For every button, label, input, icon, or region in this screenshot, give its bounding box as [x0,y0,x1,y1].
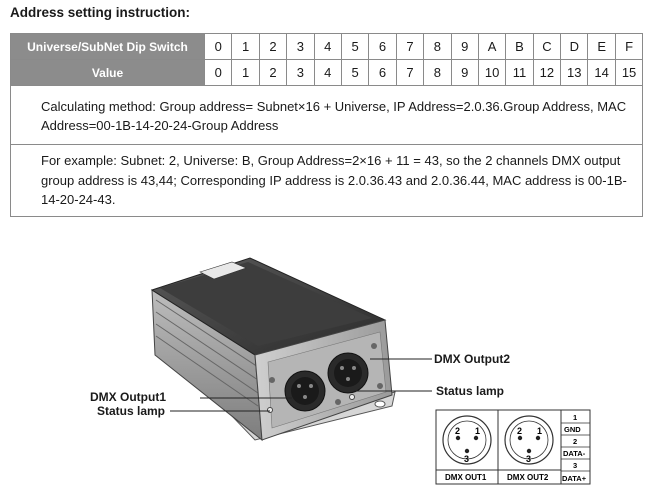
legend-num-3: 3 [573,461,577,470]
out1-pin3-label: 3 [464,454,469,464]
out2-pin2-label: 2 [517,426,522,436]
status-lamp-right-callout: Status lamp [436,384,505,398]
dmx-out2-label: DMX OUT2 [507,473,549,482]
value-cell: 7 [395,59,425,86]
xlr-out2-icon [504,415,554,465]
value-cell: 15 [614,59,644,86]
out2-pin3-label: 3 [526,454,531,464]
calc-method-row: Calculating method: Group address= Subne… [9,85,644,145]
status-lamp-left-callout: Status lamp [97,404,166,418]
legend-name-3: DATA+ [562,474,587,483]
value-cell: 9 [450,59,479,86]
out1-pin2-label: 2 [455,426,460,436]
legend-num-2: 2 [573,437,577,446]
legend-name-2: DATA- [563,449,586,458]
page-heading: Address setting instruction: [10,5,191,20]
value-cell: 1 [231,59,260,86]
calc-method-text: Calculating method: Group address= Subne… [9,85,644,145]
example-row: For example: Subnet: 2, Universe: B, Gro… [9,144,644,217]
value-cell: 13 [560,59,589,86]
legend-num-1: 1 [573,413,577,422]
value-cell: 14 [587,59,616,86]
value-header: Value [10,59,205,86]
dip-cell: B [505,33,534,60]
out2-pin1-label: 1 [537,426,542,436]
dip-cell: C [532,33,562,60]
dip-cell: 2 [258,33,288,60]
example-text: For example: Subnet: 2, Universe: B, Gro… [9,144,644,217]
legend-name-1: GND [564,425,581,434]
address-table: Universe/SubNet Dip Switch 0 1 2 3 4 5 6… [9,33,644,217]
dip-cell: F [614,33,644,60]
dmx-output1-callout: DMX Output1 [90,390,166,404]
dmx-output2-callout: DMX Output2 [434,352,510,366]
out1-pin1-label: 1 [475,426,480,436]
dip-cell: 7 [395,33,425,60]
xlr-out1-icon [442,415,492,465]
dmx-out1-label: DMX OUT1 [445,473,487,482]
dip-cell: 3 [286,33,315,60]
dip-switch-row: Universe/SubNet Dip Switch 0 1 2 3 4 5 6… [10,33,644,60]
dip-cell: 8 [423,33,452,60]
dip-cell: A [477,33,507,60]
